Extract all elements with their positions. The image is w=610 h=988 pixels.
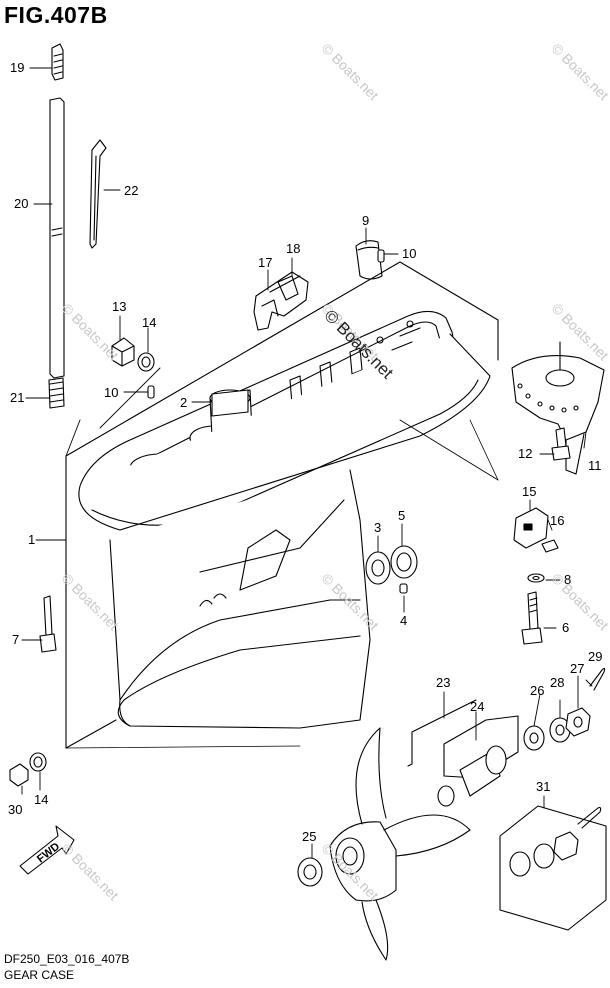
callout-31: 31: [536, 779, 551, 794]
part-2-bushing: [211, 389, 249, 417]
callout-22: 22: [124, 183, 139, 198]
callout-10-left: 10: [104, 385, 119, 400]
part-14-washer-bottom: [29, 752, 47, 772]
part-13-plug: [111, 337, 135, 367]
callout-19: 19: [10, 60, 25, 75]
callout-21: 21: [10, 390, 25, 405]
part-31-kit: [499, 805, 607, 931]
callout-26: 26: [530, 683, 545, 698]
callout-10-top: 10: [402, 246, 417, 261]
callout-8: 8: [564, 572, 572, 587]
callout-13: 13: [112, 299, 127, 314]
callout-7: 7: [12, 632, 20, 647]
part-4-pin: [399, 583, 408, 594]
part-11-trim-tab: [511, 341, 605, 475]
callout-11: 11: [588, 458, 602, 473]
callout-4: 4: [400, 613, 408, 628]
part-16-bolt: [541, 539, 559, 553]
diagram-subtitle: GEAR CASE: [4, 968, 75, 982]
diagram-code: DF250_E03_016_407B: [4, 952, 130, 966]
callout-12: 12: [518, 446, 533, 461]
part-6-bolt: [521, 591, 543, 645]
part-10-pin-top: [377, 249, 385, 263]
part-27-nut: [565, 707, 591, 737]
part-29-cotter-pin: [589, 667, 606, 691]
callout-29: 29: [588, 649, 603, 664]
figure-title: FIG.407B: [4, 2, 108, 28]
part-26-washer: [523, 725, 545, 751]
part-19-rod-end: [51, 43, 64, 81]
callout-15: 15: [522, 484, 537, 499]
callout-25: 25: [302, 829, 317, 844]
callout-23: 23: [436, 675, 451, 690]
callout-2: 2: [180, 395, 188, 410]
propeller: [329, 727, 471, 961]
callout-30: 30: [8, 802, 23, 817]
callout-17: 17: [258, 255, 273, 270]
callout-18: 18: [286, 241, 301, 256]
part-25-thrust-washer: [297, 857, 323, 887]
part-20-shift-rod: [48, 97, 65, 409]
leader-lines: [21, 67, 593, 859]
callout-24: 24: [470, 699, 485, 714]
callout-1: 1: [28, 532, 36, 547]
fwd-arrow-icon: [19, 825, 75, 875]
callout-3: 3: [374, 520, 382, 535]
part-23-propeller-set-bracket: [407, 699, 477, 767]
part-8-washer: [527, 573, 545, 583]
callout-14-top: 14: [142, 315, 157, 330]
part-14-washer-top: [137, 352, 155, 372]
callout-16: 16: [550, 513, 565, 528]
part-24-spacer: [437, 715, 519, 807]
part-15-anode: [513, 507, 549, 549]
lower-gear-case-body: [109, 469, 371, 729]
callout-27: 27: [570, 661, 585, 676]
callout-5: 5: [398, 508, 406, 523]
part-30-plug: [9, 763, 29, 787]
part-5-seal: [390, 545, 418, 579]
callout-20: 20: [14, 196, 29, 211]
part-22-strap: [89, 139, 107, 249]
part-9-cover: [355, 240, 383, 280]
part-10-pin-left: [147, 385, 155, 399]
callout-14-bottom: 14: [34, 792, 49, 807]
part-3-bearing: [365, 551, 391, 585]
part-12-bolt: [551, 427, 571, 461]
part-1-housing-outline: [65, 261, 499, 749]
callout-9: 9: [362, 213, 370, 228]
part-17-18-bracket: [253, 271, 309, 331]
part-7-bolt: [39, 595, 57, 653]
callout-28: 28: [550, 675, 565, 690]
callout-6: 6: [562, 620, 570, 635]
